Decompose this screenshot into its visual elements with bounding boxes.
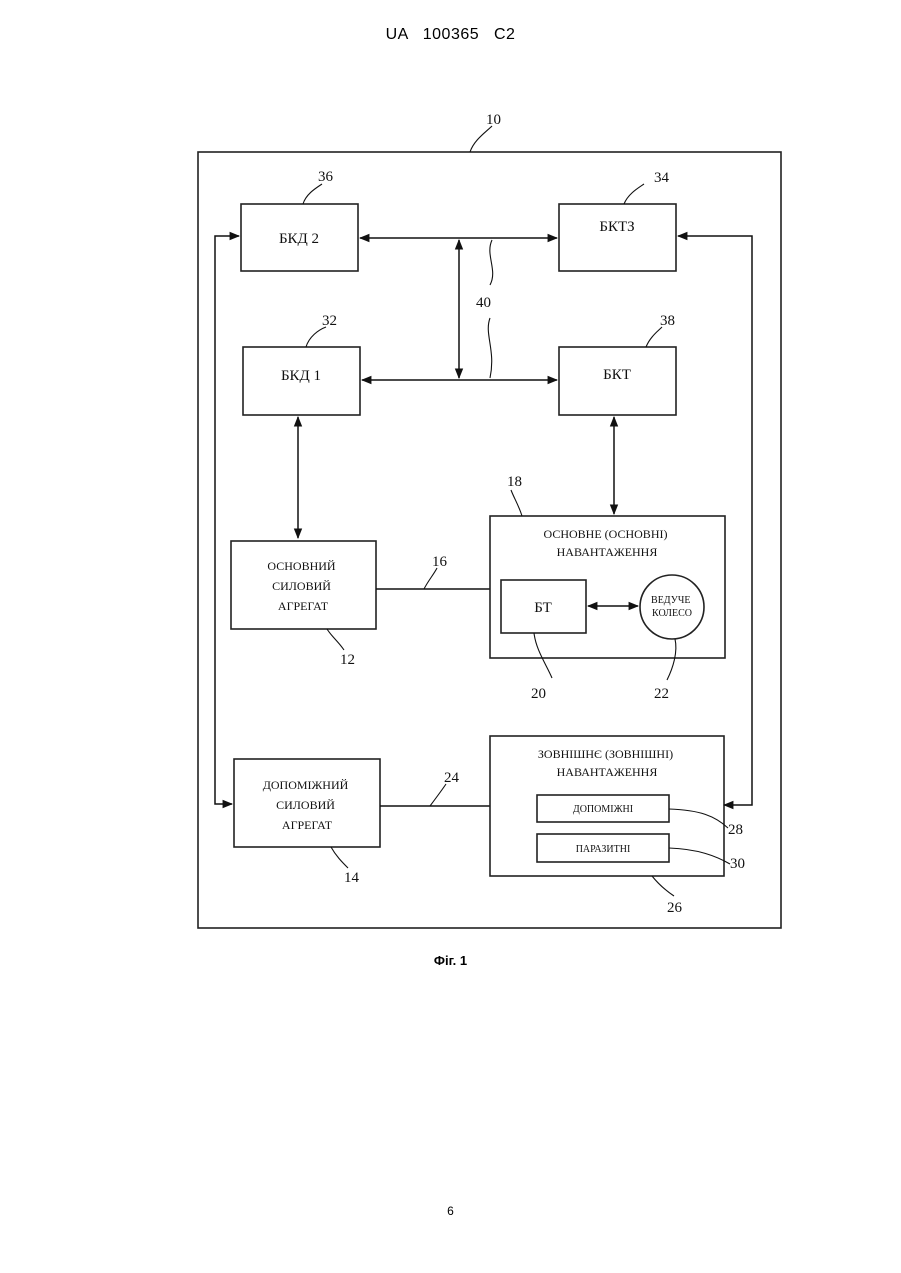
- ext-load-ref: 26: [667, 900, 683, 916]
- main-shaft-ref: 16: [432, 554, 448, 570]
- aux-shaft-ref: 24: [444, 770, 460, 786]
- main-load-ref: 18: [507, 474, 522, 490]
- bkd2-ref: 36: [318, 169, 334, 185]
- bkd2-label: БКД 2: [279, 231, 319, 247]
- system-ref: 10: [486, 112, 501, 128]
- bkt-ref: 38: [660, 313, 675, 329]
- bkd1-ref: 32: [322, 313, 337, 329]
- bt-label: БТ: [534, 600, 552, 616]
- aux-loads-ref: 28: [728, 822, 743, 838]
- bkt-label: БКТ: [603, 367, 631, 383]
- drive-wheel-circle: [640, 575, 704, 639]
- bktz-label: БКТЗ: [599, 219, 634, 235]
- parasitic-label: ПАРАЗИТНІ: [576, 844, 631, 855]
- figure-caption: Фіг. 1: [0, 953, 901, 968]
- parasitic-ref: 30: [730, 856, 745, 872]
- drive-wheel-ref: 22: [654, 686, 669, 702]
- bktz-ref: 34: [654, 170, 670, 186]
- page-number: 6: [0, 1204, 901, 1218]
- aux-power-ref: 14: [344, 870, 360, 886]
- bus-ref: 40: [476, 295, 491, 311]
- bkd1-label: БКД 1: [281, 368, 321, 384]
- system-ref-leader: [470, 126, 492, 152]
- main-power-ref: 12: [340, 652, 355, 668]
- bt-ref: 20: [531, 686, 546, 702]
- main-power-label: ОСНОВНИЙ СИЛОВИЙ АГРЕГАТ: [267, 559, 338, 613]
- bktz-block: [559, 204, 676, 271]
- aux-loads-label: ДОПОМІЖНІ: [573, 804, 633, 815]
